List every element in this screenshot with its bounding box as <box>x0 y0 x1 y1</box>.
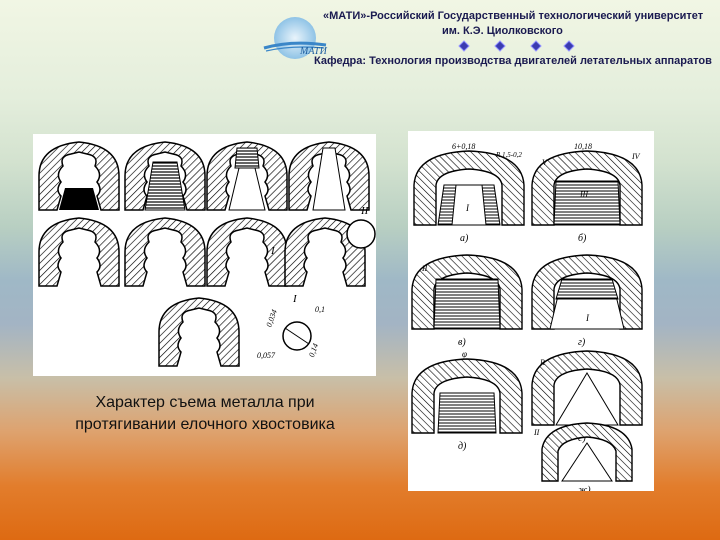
label-roman-2: II <box>421 264 428 273</box>
sub-figure-a: а) I 6+0,18 R 1,5-0,2 <box>413 142 525 244</box>
label-roman-3: III <box>579 190 588 199</box>
fig-label-roman-2: II <box>360 205 370 217</box>
sub-figure-d: д) φ <box>411 349 523 452</box>
caption-line-1: Характер съема металла при <box>95 394 315 411</box>
tooth-section <box>124 217 206 287</box>
tooth-section <box>158 297 240 367</box>
tooth-section: I <box>206 217 288 287</box>
university-namesake: им. К.Э. Циолковского <box>442 25 563 37</box>
mati-logo: МАТИ <box>263 17 328 59</box>
label-sub-e: е) <box>578 433 586 444</box>
dim-0057: 0,057 <box>257 351 276 360</box>
figure-caption: Характер съема металла при протягивании … <box>40 392 370 436</box>
tooth-section <box>38 141 120 211</box>
tooth-section <box>38 217 120 287</box>
label-sub-v: в) <box>458 337 466 348</box>
label-roman-4: IV <box>631 152 641 161</box>
caption-line-2: протягивании елочного хвостовика <box>75 416 335 433</box>
label-sub-a: а) <box>460 233 469 244</box>
tooth-section <box>206 141 288 211</box>
left-figure: I II 0,034 0,1 0,057 0,14 I <box>33 134 376 376</box>
tooth-section <box>124 141 206 211</box>
dim-01: 0,1 <box>315 305 325 314</box>
university-name: «МАТИ»-Российский Государственный технол… <box>323 10 704 22</box>
label-phi: φ <box>462 349 467 359</box>
sub-figure-b: б) III V IV 10,18 <box>531 142 643 244</box>
label-sub-b: б) <box>578 233 587 244</box>
diamond-row <box>458 40 575 52</box>
detail-i: 0,034 0,1 0,057 0,14 I <box>257 293 325 360</box>
fig-label-roman-1: I <box>270 245 276 257</box>
diamond-icon <box>458 40 575 52</box>
right-figure: а) I 6+0,18 R 1,5-0,2 б) III V IV 10,18 … <box>408 131 654 496</box>
dim-top-a: 6+0,18 <box>452 142 475 151</box>
label-roman-1-g: I <box>585 313 590 323</box>
label-sub-zh: ж) <box>578 485 591 491</box>
dim-top-b: 10,18 <box>574 142 592 151</box>
tooth-section <box>288 141 370 211</box>
sub-figure-v: в) II <box>411 254 523 348</box>
label-sub-g: г) <box>578 337 586 348</box>
dim-0034: 0,034 <box>264 308 279 328</box>
detail-roman-1: I <box>292 293 298 305</box>
label-roman-5: V <box>542 158 548 167</box>
label-roman-2-zh: II <box>533 428 540 437</box>
detail-circle <box>346 219 376 249</box>
label-r-e: R <box>539 358 545 367</box>
logo-text: МАТИ <box>299 46 328 57</box>
label-roman-1: I <box>465 203 470 213</box>
sub-figure-g: г) I <box>531 254 643 348</box>
label-sub-d: д) <box>458 441 467 452</box>
dim-014: 0,14 <box>307 342 320 358</box>
sub-figure-zh: ж) II <box>533 422 633 496</box>
dim-r: R 1,5-0,2 <box>495 151 522 159</box>
department-name: Кафедра: Технология производства двигате… <box>314 55 712 67</box>
